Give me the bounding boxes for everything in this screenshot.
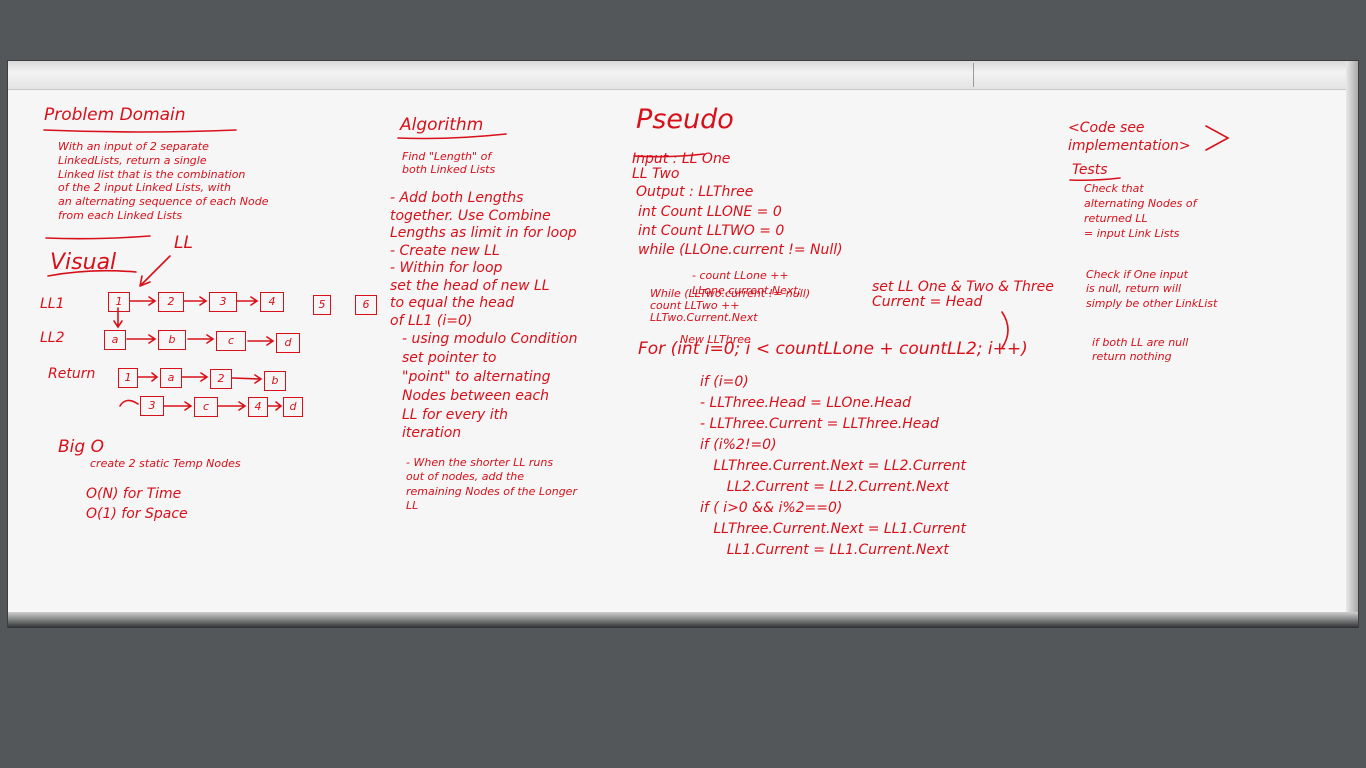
pseudo-count-loop: - count LLone ++ LLone.current.Next; (692, 269, 802, 298)
pseudo-new-ll: New LLThree (680, 333, 751, 346)
node-arrow (247, 336, 275, 346)
node-arrow (126, 334, 157, 344)
underline (1069, 177, 1121, 182)
ll1-node: 4 (260, 292, 284, 312)
node-arrow (187, 334, 215, 344)
node-arrow (137, 372, 159, 382)
ll2-node: b (158, 330, 186, 350)
whiteboard-right-edge (1346, 61, 1358, 627)
ll2-node: c (216, 331, 246, 351)
pseudo-output: Output : LLThree (636, 184, 754, 200)
big-o-space: O(1) for Space (86, 506, 188, 522)
pseudo-set-note: set LL One & Two & Three Current = Head (872, 279, 1054, 311)
pseudo-for-line: For (int i=0; i < countLLone + countLL2;… (638, 339, 1028, 359)
wrap-arrow (119, 399, 139, 407)
big-o-heading: Big O (58, 437, 104, 457)
ll1-node: 5 (313, 295, 331, 315)
problem-domain-text: With an input of 2 separate LinkedLists,… (58, 140, 269, 222)
algorithm-step-1: Find "Length" of both Linked Lists (402, 150, 496, 177)
test-3: if both LL are null return nothing (1092, 336, 1189, 364)
ll1-node: 3 (209, 292, 237, 312)
node-arrow (267, 401, 283, 411)
whiteboard-top-rail (8, 61, 1358, 90)
test-1: Check that alternating Nodes of returned… (1084, 182, 1197, 240)
big-o-time: O(N) for Time (86, 486, 182, 502)
ll1-node: 2 (158, 292, 184, 312)
algorithm-heading: Algorithm (400, 115, 484, 135)
underline (633, 153, 705, 158)
big-o-note: create 2 static Temp Nodes (90, 457, 241, 470)
visual-return-label: Return (48, 366, 96, 382)
node-arrow (181, 372, 209, 382)
algorithm-step-2: - Add both Lengths together. Use Combine… (390, 190, 577, 329)
node-arrow (183, 296, 208, 306)
node-arrow (163, 401, 193, 411)
visual-ll1-label: LL1 (40, 296, 65, 312)
node-arrow (217, 401, 247, 411)
return-node: a (160, 368, 182, 388)
test-2: Check if One input is null, return will … (1086, 268, 1218, 310)
ll-pointer-arrow (139, 255, 171, 287)
tests-heading: Tests (1072, 162, 1108, 178)
return-node: b (264, 371, 286, 391)
pseudo-loop-body: if (i=0) - LLThree.Head = LLOne.Head - L… (700, 374, 967, 558)
visual-ll-label: LL (174, 233, 193, 253)
return-node: d (283, 397, 303, 417)
pseudo-heading: Pseudo (636, 104, 734, 135)
underline (45, 235, 151, 240)
algorithm-step-4: - When the shorter LL runs out of nodes,… (406, 456, 577, 512)
pseudo-while-two: While (LLTwo.current != null) count LLTw… (650, 287, 811, 325)
problem-domain-heading: Problem Domain (44, 105, 186, 125)
visual-ll2-label: LL2 (40, 330, 65, 346)
return-node: 4 (248, 397, 268, 417)
node-arrow (231, 374, 263, 384)
paren-stroke (1001, 311, 1009, 349)
return-node: 1 (118, 368, 138, 388)
node-arrow (236, 296, 259, 306)
algorithm-step-3: - using modulo Condition set pointer to … (402, 331, 578, 442)
ll2-node: d (276, 333, 300, 353)
underline (43, 129, 237, 133)
pseudo-counts: int Count LLONE = 0 int Count LLTWO = 0 … (638, 204, 843, 258)
ll1-node: 1 (108, 292, 130, 312)
angle-bracket (1205, 125, 1230, 151)
return-node: c (194, 397, 218, 417)
code-heading: <Code see implementation> (1068, 120, 1191, 154)
whiteboard-bottom-tray (8, 612, 1358, 628)
ll2-node: a (104, 330, 126, 350)
underline (47, 269, 137, 277)
underline (397, 133, 507, 140)
ll1-node: 6 (355, 295, 377, 315)
down-arrow (113, 307, 123, 329)
node-arrow (129, 296, 157, 306)
return-node: 2 (210, 369, 232, 389)
